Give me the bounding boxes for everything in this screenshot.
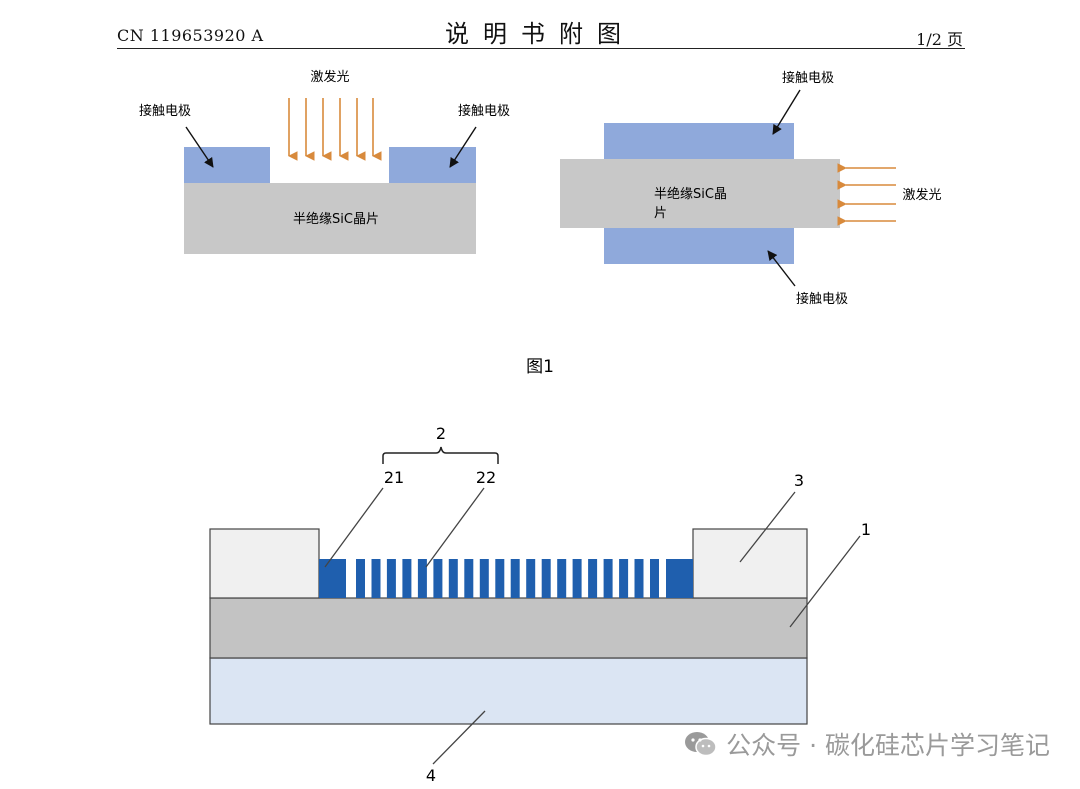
figure-1-caption: 图1: [526, 357, 554, 377]
grating-finger: [557, 559, 567, 598]
layer-1: [209, 597, 808, 659]
leader-line-4: [432, 710, 486, 765]
grating-finger: [371, 559, 381, 598]
fig1-left-diagram: 激发光 接触电极 接触电极 半绝缘SiC晶片: [139, 69, 510, 254]
ref-label-3: 3: [794, 471, 804, 490]
wafer-label-line1: 半绝缘SiC晶: [654, 186, 727, 202]
ref-label-4: 4: [426, 766, 436, 785]
grating-22: [356, 559, 659, 598]
grating-finger: [464, 559, 474, 598]
pad-3-right: [692, 528, 808, 599]
ref-label-22: 22: [476, 468, 496, 487]
leader-line-1: [789, 535, 861, 628]
grating-finger: [650, 559, 659, 598]
page-title: 说明书附图: [445, 20, 635, 48]
wafer-label: 半绝缘SiC晶片: [293, 211, 379, 227]
ref-label-2: 2: [436, 424, 446, 443]
contact-electrode-top: [604, 123, 794, 159]
pad-3-left: [209, 528, 320, 599]
wafer-block-right: [560, 159, 840, 228]
document-number: CN 119653920 A: [117, 26, 264, 45]
pointer-arrow: [185, 126, 214, 168]
excitation-light-label: 激发光: [902, 187, 941, 203]
grating-finger: [386, 559, 396, 598]
grating-finger: [479, 559, 489, 598]
figure-2: 2 21 22 3 1 4: [209, 424, 871, 785]
pointer-arrow: [449, 126, 477, 168]
grating-finger: [572, 559, 582, 598]
wechat-icon: [685, 732, 717, 757]
grating-finger: [588, 559, 598, 598]
electrode-21-left: [319, 559, 346, 598]
contact-electrode-left-a: [184, 147, 270, 183]
grating-finger: [510, 559, 520, 598]
contact-electrode-label: 接触电极: [458, 103, 510, 119]
ref-label-1: 1: [861, 520, 871, 539]
excitation-light-arrows-down: [288, 98, 382, 161]
grating-finger: [526, 559, 536, 598]
grating-finger: [433, 559, 443, 598]
grating-finger: [619, 559, 629, 598]
layer-4-substrate: [209, 657, 808, 725]
leader-line-22: [425, 487, 485, 568]
leader-line-21: [324, 487, 384, 568]
wafer-block-left: [184, 183, 476, 254]
grating-finger: [417, 559, 427, 598]
excitation-light-label: 激发光: [310, 69, 349, 85]
brace-2: [382, 446, 499, 464]
watermark-text: 公众号 · 碳化硅芯片学习笔记: [726, 731, 1050, 760]
header-rule: [117, 48, 965, 49]
fig1-right-diagram: 接触电极 接触电极 激发光 半绝缘SiC晶 片: [560, 70, 942, 307]
grating-finger: [402, 559, 412, 598]
contact-electrode-label: 接触电极: [139, 103, 191, 119]
grating-finger: [634, 559, 644, 598]
contact-electrode-bottom: [604, 228, 794, 264]
contact-electrode-left-b: [389, 147, 476, 183]
contact-electrode-label: 接触电极: [796, 291, 848, 307]
ref-label-21: 21: [384, 468, 404, 487]
contact-electrode-label: 接触电极: [782, 70, 834, 86]
watermark: 公众号 · 碳化硅芯片学习笔记: [684, 726, 1050, 762]
grating-finger: [541, 559, 551, 598]
pointer-arrow: [772, 89, 801, 135]
wafer-label-line2: 片: [654, 206, 667, 221]
electrode-21-right: [666, 559, 693, 598]
grating-finger: [356, 559, 365, 598]
grating-finger: [603, 559, 613, 598]
grating-finger: [448, 559, 458, 598]
excitation-light-arrows-left: [837, 163, 896, 226]
leader-line-3: [739, 491, 796, 563]
pointer-arrow: [767, 250, 796, 287]
page-number: 1/2 页: [916, 30, 963, 49]
grating-finger: [495, 559, 505, 598]
